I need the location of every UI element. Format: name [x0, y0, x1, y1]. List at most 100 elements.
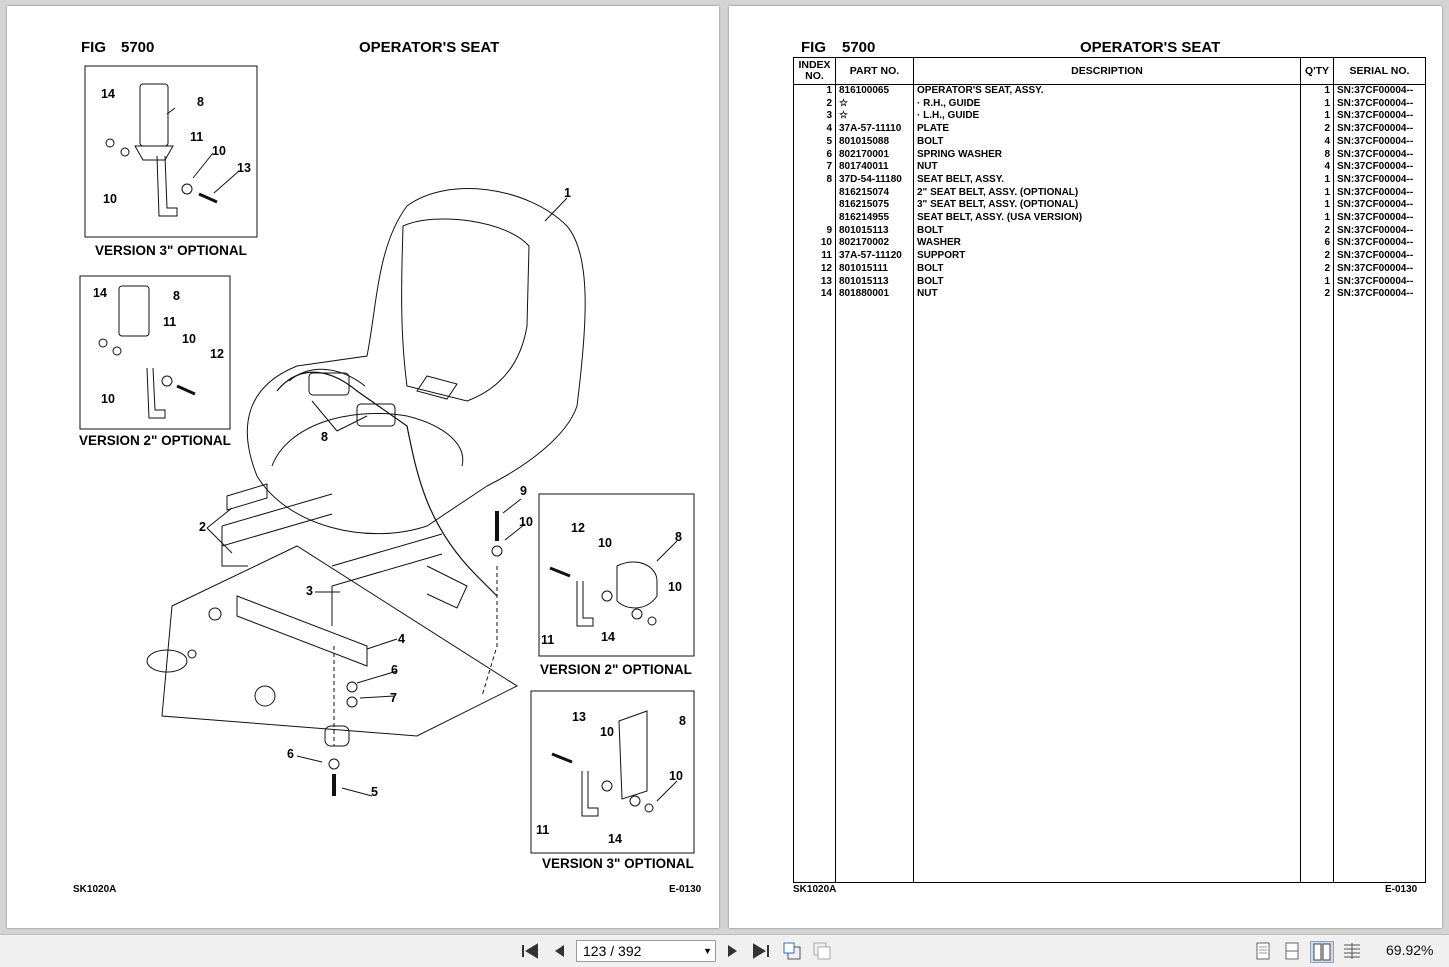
cell-index: [793, 186, 836, 200]
footer-left: SK1020A: [793, 884, 837, 895]
fig-label: FIG: [81, 39, 106, 56]
cell-description: 3" SEAT BELT, ASSY. (OPTIONAL): [913, 199, 1301, 213]
cell-description: SEAT BELT, ASSY. (USA VERSION): [913, 212, 1301, 225]
fit-icon[interactable]: [811, 941, 833, 961]
plate-part: [236, 595, 368, 667]
zoom-level[interactable]: 69.92%: [1386, 942, 1434, 958]
two-page-continuous-icon[interactable]: [1341, 941, 1363, 961]
last-page-icon[interactable]: [750, 941, 772, 961]
cell-serial: SN:37CF00004--: [1333, 212, 1426, 225]
cell-serial: SN:37CF00004--: [1333, 97, 1426, 111]
cell-part: 816215074: [835, 186, 914, 200]
filler-cell: [1300, 300, 1334, 883]
cell-part: 37A-57-11120: [835, 250, 914, 263]
page-number-input[interactable]: 123: [583, 943, 607, 959]
cell-index: 2: [793, 97, 836, 111]
rotate-icon[interactable]: [781, 941, 803, 961]
viewer-toolbar: 123 / 392 ▼ 69.92%: [0, 934, 1449, 967]
cell-index: 14: [793, 288, 836, 301]
filler-cell: [835, 300, 914, 883]
inset-frame-3in-top: [84, 65, 258, 238]
callout-14-inset: 14: [101, 87, 115, 101]
callout-1: 1: [564, 186, 571, 200]
cell-description: PLATE: [913, 123, 1301, 136]
cell-part: 816100065: [835, 84, 914, 98]
cell-part: 801880001: [835, 288, 914, 301]
continuous-icon[interactable]: [1281, 941, 1303, 961]
cell-qty: 1: [1300, 275, 1334, 289]
cell-qty: 1: [1300, 97, 1334, 111]
callout-11-r3: 11: [536, 823, 550, 837]
callout-3: 3: [306, 584, 313, 598]
cell-part: 802170001: [835, 148, 914, 162]
first-page-icon[interactable]: [519, 941, 541, 961]
footer-left: SK1020A: [73, 884, 117, 895]
callout-10-r3: 10: [600, 725, 614, 739]
cell-description: BOLT: [913, 224, 1301, 238]
chevron-down-icon[interactable]: ▼: [703, 946, 712, 956]
cell-serial: SN:37CF00004--: [1333, 110, 1426, 124]
callout-2: 2: [199, 520, 206, 534]
filler-cell: [793, 300, 836, 883]
cell-part: 801015113: [835, 224, 914, 238]
inset-caption-2in-right: VERSION 2" OPTIONAL: [540, 662, 692, 677]
table-filler-row: [793, 300, 1426, 883]
cell-serial: SN:37CF00004--: [1333, 123, 1426, 136]
cell-serial: SN:37CF00004--: [1333, 199, 1426, 213]
callout-8-r: 8: [675, 530, 682, 544]
cell-description: SPRING WASHER: [913, 148, 1301, 162]
cell-description: BOLT: [913, 275, 1301, 289]
footer-right: E-0130: [669, 884, 702, 895]
filler-cell: [1333, 300, 1426, 883]
cell-part: 816215075: [835, 199, 914, 213]
inset-frame-2in-right: [538, 493, 695, 657]
cell-serial: SN:37CF00004--: [1333, 224, 1426, 238]
cell-description: · R.H., GUIDE: [913, 97, 1301, 111]
cell-part: 801015113: [835, 275, 914, 289]
footer-right: E-0130: [1385, 884, 1418, 895]
cell-index: 1: [793, 84, 836, 98]
cell-description: NUT: [913, 288, 1301, 301]
cell-description: OPERATOR'S SEAT, ASSY.: [913, 84, 1301, 98]
cell-index: 7: [793, 161, 836, 174]
cell-qty: 4: [1300, 161, 1334, 174]
document-viewport[interactable]: FIG 5700 OPERATOR'S SEAT: [0, 0, 1449, 934]
table-header-row: INDEX NO. PART NO. DESCRIPTION Q'TY SERI…: [793, 57, 1426, 85]
callout-14-inset2: 14: [93, 286, 107, 300]
callout-8-inset: 8: [197, 95, 204, 109]
cell-description: WASHER: [913, 237, 1301, 251]
cell-qty: 1: [1300, 199, 1334, 213]
cell-index: 6: [793, 148, 836, 162]
callout-14-r3: 14: [608, 832, 622, 846]
next-page-icon[interactable]: [722, 941, 744, 961]
callout-10-inset-b: 10: [103, 192, 117, 206]
two-page-icon[interactable]: [1310, 941, 1334, 963]
inset-caption-3in-top: VERSION 3" OPTIONAL: [95, 243, 247, 258]
callout-9: 9: [520, 484, 527, 498]
callout-10-r: 10: [598, 536, 612, 550]
cell-part: 802170002: [835, 237, 914, 251]
page-number-field[interactable]: 123 / 392 ▼: [576, 940, 716, 962]
prev-page-icon[interactable]: [548, 941, 570, 961]
inset-caption-3in-bottom: VERSION 3" OPTIONAL: [542, 856, 694, 871]
callout-10-inset2-b: 10: [101, 392, 115, 406]
fig-number: 5700: [842, 39, 876, 56]
single-page-icon[interactable]: [1252, 941, 1274, 961]
cell-qty: 1: [1300, 84, 1334, 98]
callout-11-r: 11: [541, 633, 555, 647]
cell-qty: 1: [1300, 212, 1334, 225]
cell-qty: 1: [1300, 173, 1334, 187]
cell-serial: SN:37CF00004--: [1333, 262, 1426, 276]
cell-qty: 2: [1300, 250, 1334, 263]
left-page: FIG 5700 OPERATOR'S SEAT: [7, 6, 719, 928]
cell-description: BOLT: [913, 135, 1301, 149]
